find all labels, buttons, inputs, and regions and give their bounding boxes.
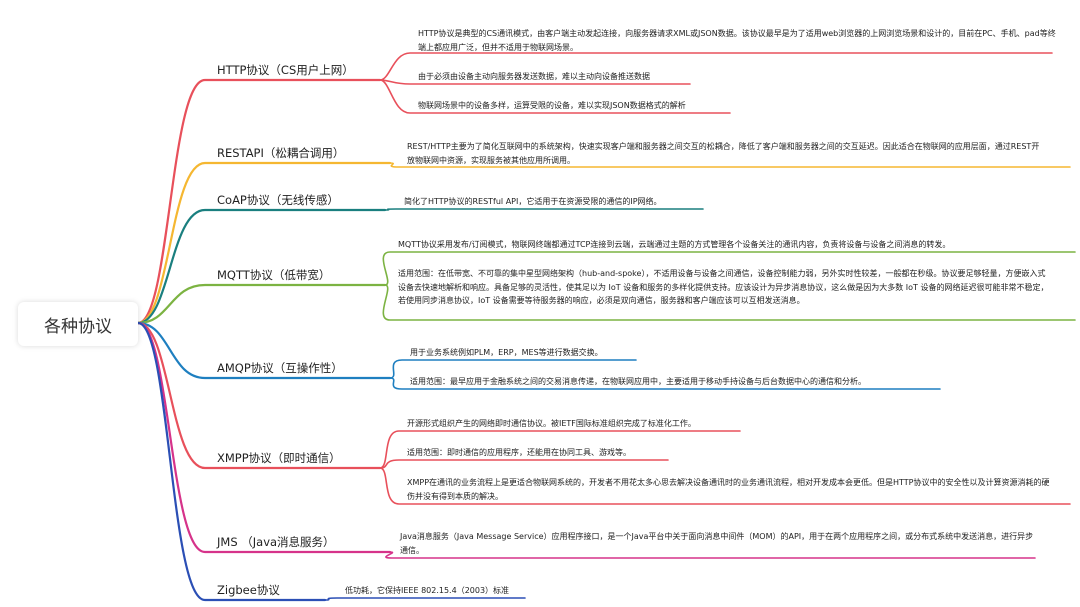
branch-line: [136, 283, 387, 325]
leaf-line: [379, 467, 1071, 505]
leaf-line: [389, 359, 637, 379]
topic-node[interactable]: MQTT协议（低带宽）: [217, 268, 331, 282]
leaf-line: [389, 377, 941, 390]
topic-node[interactable]: HTTP协议（CS用户上网）: [217, 63, 354, 77]
leaf-node[interactable]: 由于必须由设备主动向服务器发送数据，难以主动向设备推送数据: [418, 72, 650, 81]
leaf-node[interactable]: REST/HTTP主要为了简化互联网中的系统架构，快速实现客户端和服务器之间交互…: [407, 142, 1040, 165]
leaf-node[interactable]: Java消息服务（Java Message Service）应用程序接口，是一个…: [400, 532, 1034, 555]
leaf-line: [324, 597, 526, 601]
topic-node[interactable]: JMS （Java消息服务）: [217, 535, 335, 549]
branch-line: [136, 161, 392, 325]
leaf-node[interactable]: 物联网场景中的设备多样，运算受限的设备，难以实现JSON数据格式的解析: [418, 101, 686, 110]
root-node[interactable]: 各种协议: [18, 302, 138, 346]
topic-node[interactable]: CoAP协议（无线传感）: [217, 193, 339, 207]
leaf-line: [382, 284, 1076, 321]
topic-node[interactable]: RESTAPI（松耦合调用）: [217, 146, 345, 160]
leaf-node[interactable]: XMPP在通讯的业务流程上是更适合物联网系统的，开发者不用花太多心思去解决设备通…: [407, 478, 1050, 501]
leaf-line: [385, 551, 1036, 559]
leaf-node[interactable]: 用于业务系统例如PLM，ERP，MES等进行数据交换。: [410, 348, 603, 357]
leaf-node[interactable]: HTTP协议是典型的CS通讯模式，由客户端主动发起连接，向服务器请求XML或JS…: [418, 29, 1056, 52]
leaf-node[interactable]: 低功耗，它保持IEEE 802.15.4（2003）标准: [345, 586, 510, 595]
branch-line: [136, 321, 327, 602]
branch-line: [136, 321, 392, 380]
leaf-node[interactable]: 适用范围：即时通信的应用程序，还能用在协同工具、游戏等。: [407, 448, 631, 457]
topic-node[interactable]: XMPP协议（即时通信）: [217, 451, 341, 465]
leaf-node[interactable]: 开源形式组织产生的网络即时通信协议。被IETF国际标准组织完成了标准化工作。: [407, 419, 696, 428]
root-label: 各种协议: [44, 316, 112, 337]
branch-line: [136, 78, 382, 325]
leaf-node[interactable]: MQTT协议采用发布/订阅模式，物联网终端都通过TCP连接到云端，云端通过主题的…: [398, 240, 951, 249]
branch-line: [136, 208, 387, 325]
leaf-node[interactable]: 适用范围：在低带宽、不可靠的集中星型网络架构（hub-and-spoke），不适…: [398, 269, 1049, 305]
leaf-line: [382, 251, 1076, 286]
leaf-node[interactable]: 简化了HTTP协议的RESTful API，它适用于在资源受限的通信的IP网络。: [404, 197, 662, 206]
leaf-line: [384, 208, 704, 211]
topic-node[interactable]: AMQP协议（互操作性）: [217, 361, 343, 375]
leaf-line: [389, 162, 1071, 168]
leaf-line: [379, 52, 1053, 81]
topic-node[interactable]: Zigbee协议: [217, 583, 280, 597]
leaf-line: [379, 79, 731, 114]
branch-line: [136, 321, 382, 470]
leaf-line: [379, 430, 741, 469]
leaf-line: [379, 459, 669, 469]
leaf-node[interactable]: 适用范围：最早应用于金融系统之间的交易消息传递，在物联网应用中，主要适用于移动手…: [410, 377, 866, 386]
